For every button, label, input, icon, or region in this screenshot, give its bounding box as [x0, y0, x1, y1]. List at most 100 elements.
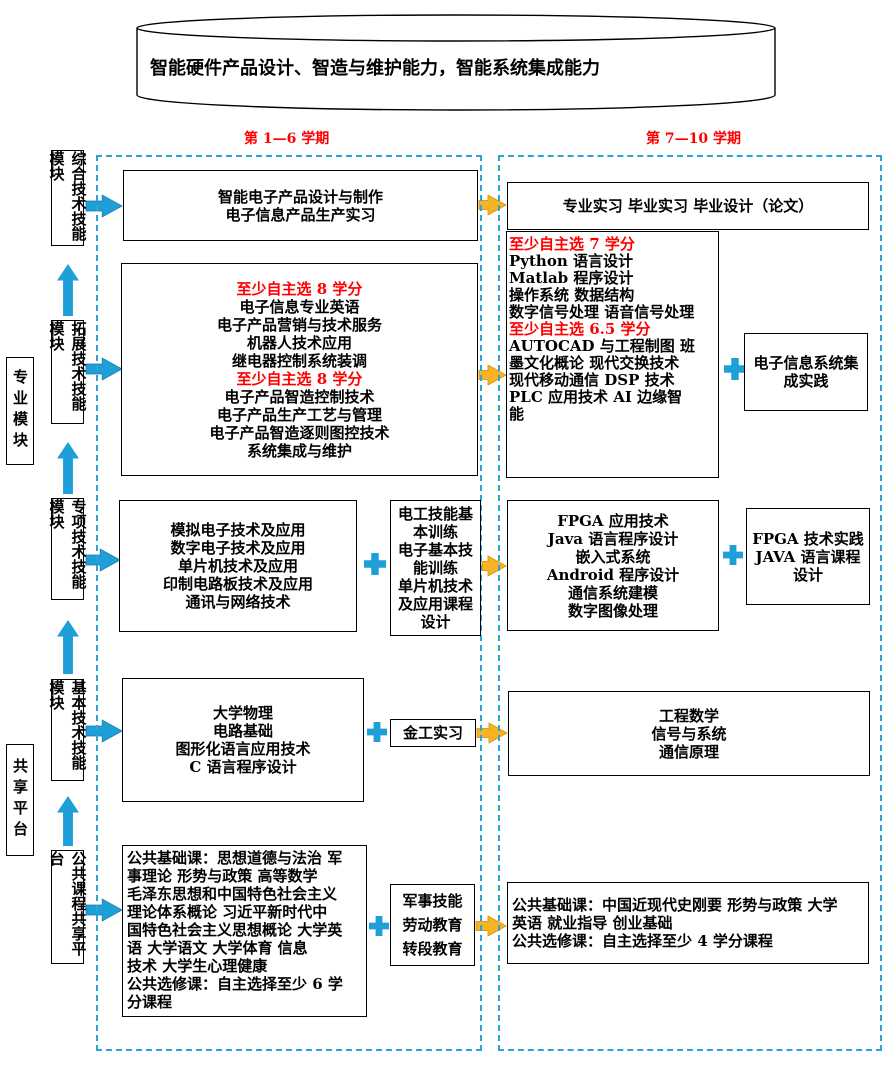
r5-left-line: 理论体系概论 习近平新时代中	[127, 903, 328, 921]
r5-mid-line: 军事技能	[402, 892, 463, 910]
r5-left-line: 事理论 形势与政策 高等数学	[127, 867, 318, 885]
r2-left-line: 至少自主选 8 学分	[236, 369, 363, 388]
r5-mid-line: 劳动教育	[402, 916, 463, 934]
term-7-10-region	[498, 155, 882, 1051]
r5-left-line: 技术 大学生心理健康	[127, 957, 268, 975]
r5-right-line: 公共基础课：中国近现代史刚要 形势与政策 大学	[512, 896, 838, 914]
r2-right-line: PLC 应用技术 AI 边缘智	[509, 388, 683, 406]
row3-mid-box: 电工技能基本训练电子基本技能训练单片机技术及应用课程设计	[390, 500, 481, 636]
r3-extra-line: 设计	[792, 565, 823, 584]
r3-right-line: 数字图像处理	[567, 601, 658, 620]
r2-right-line: 墨文化概论 现代交换技术	[509, 354, 680, 372]
r5-left-line: 毛泽东思想和中国特色社会主义	[127, 885, 338, 903]
r3-right-line: 通信系统建模	[567, 583, 658, 602]
up-arrow-icon	[57, 620, 79, 674]
r3-left-line: 模拟电子技术及应用	[170, 521, 306, 539]
r2-right-line: 至少自主选 7 学分	[509, 235, 635, 253]
r2-left-line: 电子产品生产工艺与管理	[216, 405, 382, 424]
term-right-label: 第 7—10 学期	[646, 131, 741, 147]
row1-left-box: 智能电子产品设计与制作电子信息产品生产实习	[123, 170, 478, 241]
r3-mid-line: 及应用课程	[397, 595, 473, 613]
row4-right-box: 工程数学信号与系统通信原理	[508, 691, 870, 776]
r1-left-line: 电子信息产品生产实习	[225, 205, 376, 224]
r2-right-line: 数字信号处理 语音信号处理	[509, 303, 695, 321]
r3-right-line: FPGA 应用技术	[557, 511, 669, 530]
module-special: 专项技术技能模块	[48, 498, 88, 600]
r2-right-line: AUTOCAD 与工程制图 班	[509, 337, 695, 355]
arrow-icon	[85, 194, 123, 218]
plus-icon	[723, 545, 743, 565]
module-public: 公共课程共享平台	[48, 850, 88, 964]
r2-left-line: 系统集成与维护	[246, 441, 352, 460]
r5-left-line: 分课程	[127, 993, 173, 1011]
row4-mid-box: 金工实习	[390, 719, 476, 747]
r4-right-line: 通信原理	[658, 742, 719, 761]
r3-right-line: Android 程序设计	[546, 565, 680, 584]
r3-mid-line: 电工技能基	[397, 505, 473, 523]
plus-icon	[367, 722, 387, 742]
module-special-text: 专项技术技能模块	[47, 499, 88, 589]
goal-text: 智能硬件产品设计、智造与维护能力，智能系统集成能力	[150, 58, 600, 79]
r2-left-line: 电子产品营销与技术服务	[216, 315, 382, 334]
r2-right-line: Matlab 程序设计	[509, 269, 634, 287]
r2-right-line: 现代移动通信 DSP 技术	[509, 371, 675, 389]
r2-right-line: 至少自主选 6.5 学分	[509, 320, 651, 338]
side-label-shared-text: 共享平台	[11, 758, 29, 842]
r3-extra-line: FPGA 技术实践	[752, 529, 864, 548]
plus-icon	[364, 553, 387, 575]
plus-icon	[369, 916, 389, 936]
r2-left-line: 机器人技术应用	[246, 333, 352, 352]
r5-left-line: 语 大学语文 大学体育 信息	[127, 939, 308, 957]
r5-right-line: 英语 就业指导 创业基础	[512, 914, 673, 932]
r2-extra-line: 电子信息系统集	[753, 354, 859, 372]
up-arrow-icon	[57, 796, 79, 846]
arrow-icon	[85, 548, 121, 572]
module-comprehensive: 综合技术技能模块	[48, 150, 88, 246]
row2-extra-box: 电子信息系统集成实践	[744, 333, 868, 411]
module-basic: 基本技术技能模块	[48, 679, 88, 781]
r3-left-line: 通讯与网络技术	[185, 593, 291, 611]
r2-left-line: 继电器控制系统装调	[231, 351, 367, 370]
r3-mid-line: 本训练	[412, 523, 458, 541]
r3-left-line: 数字电子技术及应用	[170, 539, 306, 557]
row2-left-box: 至少自主选 8 学分电子信息专业英语电子产品营销与技术服务机器人技术应用继电器控…	[121, 263, 478, 476]
r3-left-line: 印制电路板技术及应用	[162, 575, 313, 593]
row1-right-box: 专业实习 毕业实习 毕业设计（论文）	[507, 182, 869, 230]
side-label-major-text: 专业模块	[11, 369, 29, 453]
module-comprehensive-text: 综合技术技能模块	[47, 151, 88, 241]
r3-extra-line: JAVA 语言课程	[755, 547, 861, 566]
r4-left-line: 图形化语言应用技术	[175, 740, 311, 758]
module-basic-text: 基本技术技能模块	[47, 680, 88, 770]
arrow-icon	[85, 357, 123, 381]
r3-mid-line: 设计	[420, 613, 451, 631]
r4-left-line: C 语言程序设计	[189, 758, 297, 776]
r5-mid-line: 转段教育	[402, 940, 463, 958]
up-arrow-icon	[57, 442, 79, 494]
r1-right-line: 专业实习 毕业实习 毕业设计（论文）	[562, 197, 814, 215]
r2-right-line: Python 语言设计	[509, 252, 633, 270]
r2-left-line: 电子信息专业英语	[239, 297, 360, 316]
module-public-text: 公共课程共享平台	[47, 851, 88, 956]
term-1-6-region	[96, 155, 482, 1051]
r1-left-line: 智能电子产品设计与制作	[217, 187, 383, 206]
side-label-major: 专业模块	[6, 357, 34, 465]
r3-mid-line: 单片机技术	[397, 577, 473, 595]
plus-icon	[724, 358, 746, 381]
r3-right-line: 嵌入式系统	[575, 547, 651, 566]
r2-right-line: 能	[509, 405, 525, 423]
r2-right-line: 操作系统 数据结构	[509, 286, 635, 304]
r3-mid-line: 电子基本技	[397, 541, 473, 559]
term-left-label: 第 1—6 学期	[244, 131, 330, 147]
goal-cylinder-body	[136, 28, 776, 111]
r2-left-line: 至少自主选 8 学分	[236, 279, 363, 298]
r2-extra-line: 成实践	[783, 372, 829, 390]
r5-right-line: 公共选修课：自主选择至少 4 学分课程	[512, 932, 773, 950]
r4-right-line: 工程数学	[658, 706, 719, 725]
r3-mid-line: 能训练	[412, 559, 458, 577]
row5-right-box: 公共基础课：中国近现代史刚要 形势与政策 大学英语 就业指导 创业基础公共选修课…	[507, 882, 869, 964]
row3-left-box: 模拟电子技术及应用数字电子技术及应用单片机技术及应用印制电路板技术及应用通讯与网…	[119, 500, 357, 632]
